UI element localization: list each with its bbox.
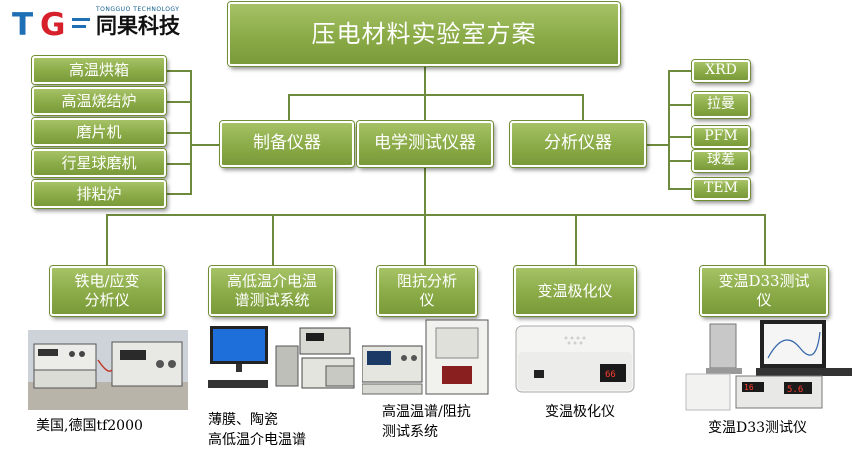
connector-line <box>288 94 584 96</box>
connector-line <box>668 188 692 190</box>
system-node: 变温D33测试 仪 <box>700 266 828 316</box>
svg-text:G: G <box>40 7 65 40</box>
prep-item: 高温烘箱 <box>32 56 166 84</box>
connector-line <box>424 214 426 266</box>
system-node: 铁电/应变 分析仪 <box>50 266 164 316</box>
connector-line <box>668 70 670 190</box>
analysis-item: PFM <box>692 126 750 148</box>
system-node: 高低温介电温 谱测试系统 <box>209 266 335 316</box>
connector-line <box>668 104 692 106</box>
prep-item: 磨片机 <box>32 118 166 146</box>
logo-tagline: TONGGUO TECHNOLOGY <box>96 6 180 13</box>
connector-line <box>424 96 426 122</box>
analysis-item: 球差 <box>692 150 750 172</box>
svg-text:T: T <box>12 7 33 40</box>
category-analysis: 分析仪器 <box>510 121 646 167</box>
poling-device-photo: 66 <box>515 325 635 393</box>
prep-item: 行星球磨机 <box>32 149 166 177</box>
system-caption: 美国,德国tf2000 <box>36 418 143 434</box>
ferroelectric-analyzer-photo <box>28 330 188 410</box>
svg-text:16: 16 <box>744 383 754 392</box>
system-node: 阻抗分析 仪 <box>377 266 477 316</box>
analysis-item: TEM <box>692 178 750 200</box>
d33-meter-photo: 16 5.6 <box>685 320 852 411</box>
connector-line <box>166 132 192 134</box>
connector-line <box>424 66 426 96</box>
connector-line <box>764 214 766 266</box>
svg-text:66: 66 <box>605 370 616 380</box>
connector-line <box>288 94 290 122</box>
company-logo: T G TONGGUO TECHNOLOGY 同果科技 <box>10 6 190 43</box>
connector-line <box>668 160 692 162</box>
prep-item: 高温烧结炉 <box>32 87 166 115</box>
prep-item: 排粘炉 <box>32 180 166 208</box>
category-prep: 制备仪器 <box>220 121 354 167</box>
connector-line <box>668 136 692 138</box>
system-caption: 变温D33测试仪 <box>708 420 808 436</box>
connector-line <box>646 144 670 146</box>
root-node: 压电材料实验室方案 <box>228 2 620 66</box>
system-node: 变温极化仪 <box>514 266 636 316</box>
connector-line <box>668 70 692 72</box>
connector-line <box>582 94 584 122</box>
category-electrical: 电学测试仪器 <box>357 121 493 167</box>
system-caption: 高温温谱/阻抗 测试系统 <box>382 404 471 441</box>
dielectric-system-photo <box>208 326 355 389</box>
connector-line <box>106 214 766 216</box>
connector-line <box>424 166 426 216</box>
impedance-analyzer-photo <box>362 319 489 395</box>
tg-logo-icon: T G <box>12 7 90 43</box>
logo-company-name: 同果科技 <box>96 14 180 38</box>
system-caption: 变温极化仪 <box>545 404 615 420</box>
connector-line <box>106 214 108 266</box>
analysis-item: XRD <box>692 60 750 82</box>
analysis-item: 拉曼 <box>692 92 750 118</box>
connector-line <box>575 214 577 266</box>
svg-text:5.6: 5.6 <box>787 385 803 395</box>
connector-line <box>166 101 192 103</box>
connector-line <box>166 70 192 72</box>
connector-line <box>166 193 192 195</box>
connector-line <box>166 163 192 165</box>
system-caption: 薄膜、陶瓷 高低温介电温谱 <box>208 412 306 449</box>
connector-line <box>272 214 274 266</box>
connector-line <box>190 144 220 146</box>
